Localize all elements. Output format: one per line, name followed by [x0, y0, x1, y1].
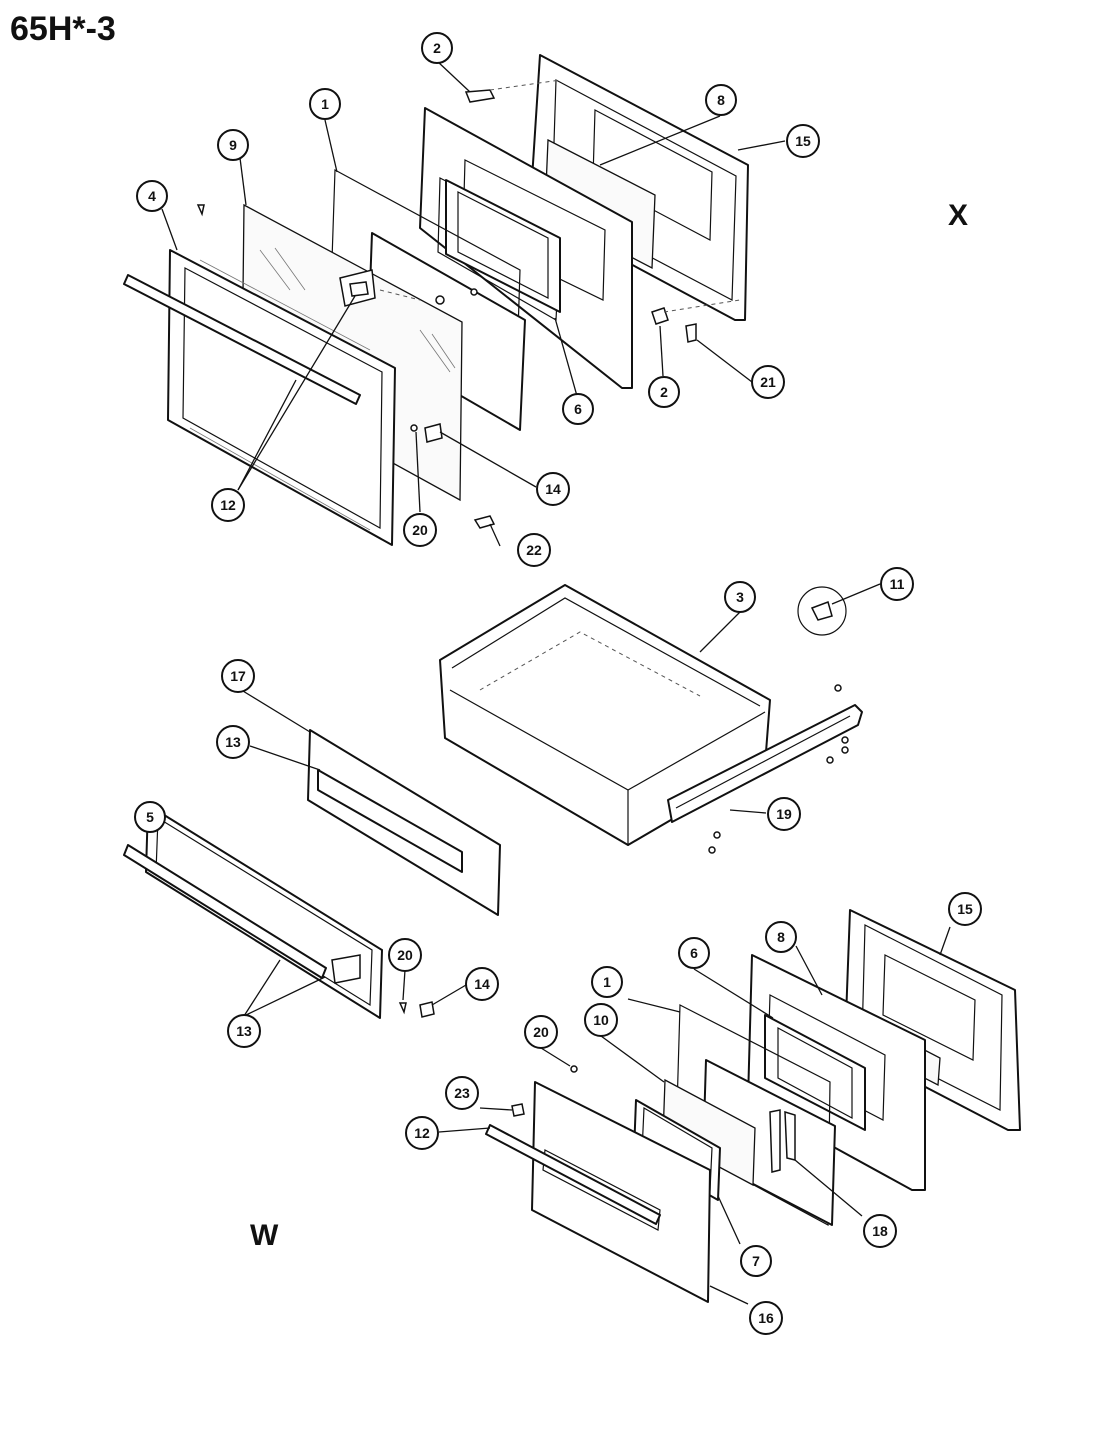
part-3-drawer-box: [439, 584, 771, 847]
callout-6-lower: 6: [678, 937, 710, 969]
part-2-clip-top: [464, 89, 496, 103]
svg-text:20: 20: [533, 1024, 549, 1040]
callout-13-lower: 13: [227, 1014, 261, 1048]
svg-text:12: 12: [414, 1125, 430, 1141]
callout-15-lower: 15: [948, 892, 982, 926]
callout-23: 23: [445, 1076, 479, 1110]
svg-text:22: 22: [526, 542, 542, 558]
svg-text:21: 21: [760, 374, 776, 390]
screw-upper-left: [196, 204, 205, 217]
callout-14-middle: 14: [465, 967, 499, 1001]
section-label-w: W: [250, 1219, 279, 1252]
svg-text:15: 15: [957, 901, 973, 917]
callout-2-side: 2: [648, 376, 680, 408]
assembly-line-1: [489, 79, 561, 91]
svg-text:9: 9: [229, 137, 237, 153]
svg-text:2: 2: [660, 384, 668, 400]
part-19-drawer-rail: [667, 704, 863, 823]
callout-14-upper: 14: [536, 472, 570, 506]
svg-text:7: 7: [752, 1253, 760, 1269]
svg-text:16: 16: [758, 1310, 774, 1326]
svg-text:5: 5: [146, 809, 154, 825]
part-6-window-frame-lower: [764, 1014, 866, 1131]
callout-20-middle: 20: [388, 938, 422, 972]
callout-4: 4: [136, 180, 168, 212]
part-20-screw-lower: [570, 1065, 578, 1073]
svg-text:12: 12: [220, 497, 236, 513]
svg-text:20: 20: [412, 522, 428, 538]
callout-8-upper: 8: [705, 84, 737, 116]
part-11-roller-detail: [797, 586, 847, 636]
part-14-label-middle: [419, 1001, 435, 1018]
part-22-bracket: [473, 515, 496, 529]
svg-text:6: 6: [690, 945, 698, 961]
callout-20-lower: 20: [524, 1015, 558, 1049]
callout-12-lower: 12: [405, 1116, 439, 1150]
callout-11: 11: [880, 567, 914, 601]
callout-1-upper: 1: [309, 88, 341, 120]
assembly-line-3: [379, 289, 421, 301]
part-4-outer-door-panel: [167, 249, 396, 546]
svg-text:15: 15: [795, 133, 811, 149]
callout-15-upper: 15: [786, 124, 820, 158]
callout-16: 16: [749, 1301, 783, 1335]
assembly-line-2: [663, 299, 741, 313]
svg-text:6: 6: [574, 401, 582, 417]
svg-text:8: 8: [717, 92, 725, 108]
callout-9: 9: [217, 129, 249, 161]
svg-text:4: 4: [148, 188, 156, 204]
callout-2-top: 2: [421, 32, 453, 64]
part-20-screw-upper: [410, 424, 418, 432]
callout-5: 5: [134, 801, 166, 833]
callout-19: 19: [767, 797, 801, 831]
part-18-hinge: [769, 1109, 796, 1173]
svg-text:19: 19: [776, 806, 792, 822]
part-21-screw: [685, 323, 697, 343]
part-12-handle-upper: [123, 269, 376, 405]
section-label-x: X: [948, 199, 968, 232]
drawer-screws: [708, 684, 849, 854]
part-14-label-upper: [424, 423, 443, 443]
callout-21: 21: [751, 365, 785, 399]
callout-1-lower: 1: [591, 966, 623, 998]
svg-text:14: 14: [545, 481, 561, 497]
svg-text:3: 3: [736, 589, 744, 605]
svg-text:11: 11: [890, 576, 905, 592]
svg-text:18: 18: [872, 1223, 888, 1239]
callout-18: 18: [863, 1214, 897, 1248]
callout-6-upper: 6: [562, 393, 594, 425]
svg-text:2: 2: [433, 40, 441, 56]
svg-text:8: 8: [777, 929, 785, 945]
svg-text:1: 1: [603, 974, 611, 990]
part-20-screw-middle: [398, 1002, 407, 1015]
svg-text:10: 10: [593, 1012, 609, 1028]
diagram-title: 65H*-3: [10, 10, 116, 48]
svg-text:14: 14: [474, 976, 490, 992]
svg-text:1: 1: [321, 96, 329, 112]
svg-text:13: 13: [225, 734, 241, 750]
callout-12-upper: 12: [211, 488, 245, 522]
callout-20-upper: 20: [403, 513, 437, 547]
callout-22: 22: [517, 533, 551, 567]
callout-17: 17: [221, 659, 255, 693]
svg-text:13: 13: [236, 1023, 252, 1039]
part-17-drawer-front-panel: [307, 729, 501, 916]
leader-lines: [149, 60, 951, 1305]
callout-10: 10: [584, 1003, 618, 1037]
svg-text:20: 20: [397, 947, 413, 963]
svg-text:23: 23: [454, 1085, 470, 1101]
callout-13-upper: 13: [216, 725, 250, 759]
callout-3: 3: [724, 581, 756, 613]
part-5-drawer-front-outer: [123, 804, 383, 1019]
svg-text:17: 17: [230, 668, 246, 684]
part-2-clip-side: [651, 307, 669, 325]
callout-8-lower: 8: [765, 921, 797, 953]
part-23-clip: [511, 1103, 525, 1117]
part-12-handle-lower: [485, 1124, 661, 1225]
callout-7: 7: [740, 1245, 772, 1277]
